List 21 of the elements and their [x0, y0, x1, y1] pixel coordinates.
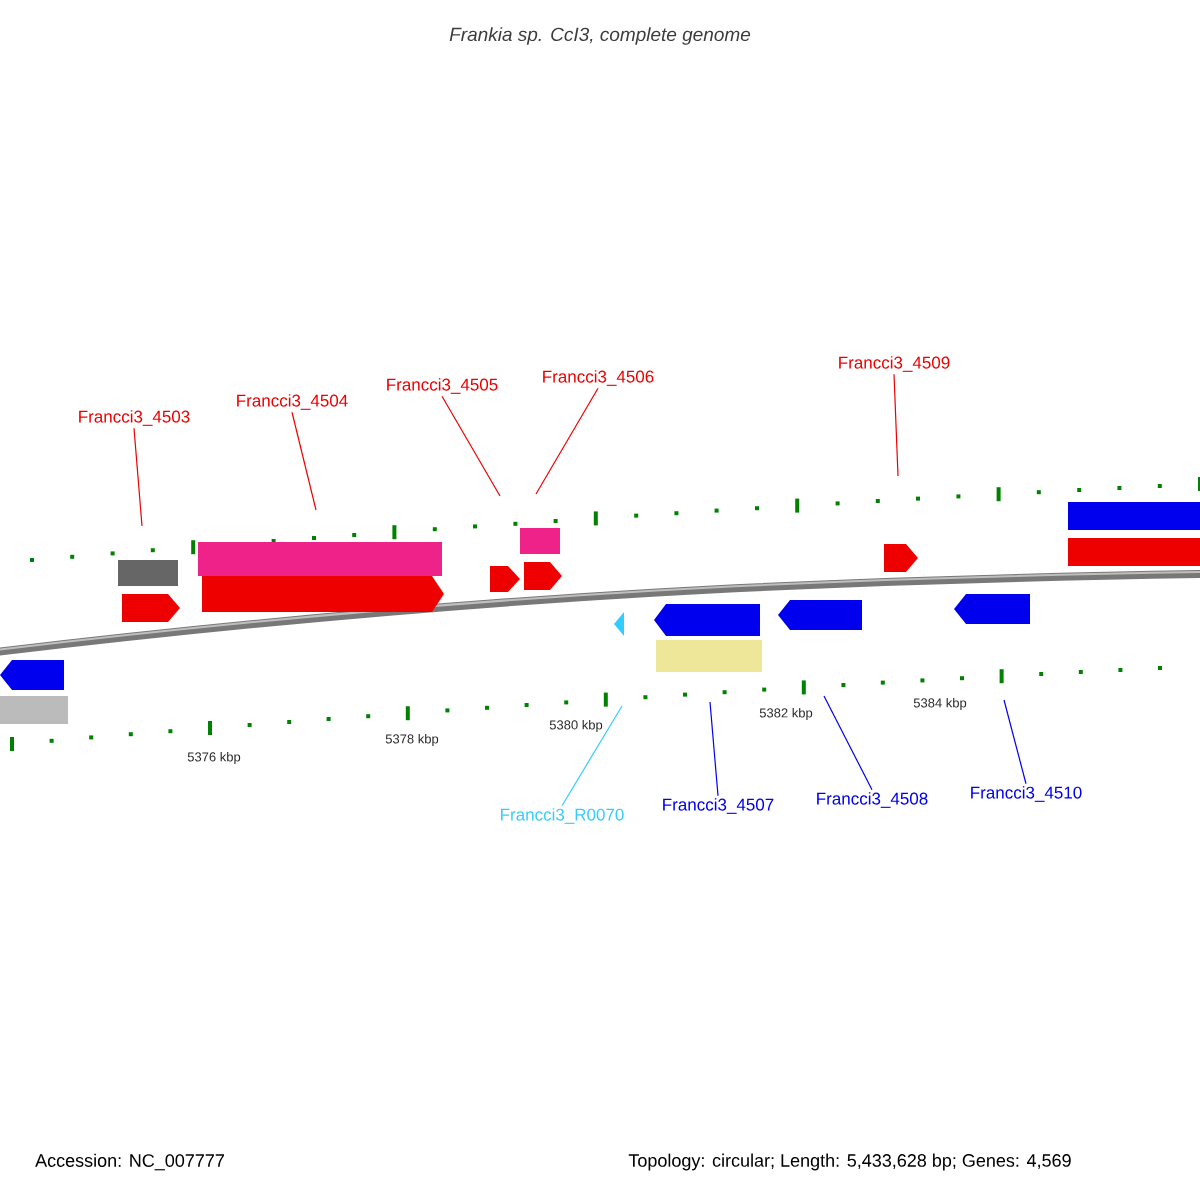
leader-line — [133, 427, 143, 527]
leader-line — [561, 705, 623, 807]
gene-label: Francci3_4504 — [237, 394, 348, 410]
gene-label: Francci3_4507 — [663, 798, 774, 814]
title: Frankia sp. CcI3, complete genome — [449, 27, 751, 45]
gene-label: Francci3_4508 — [817, 792, 928, 808]
gene-label: Francci3_4505 — [387, 378, 498, 394]
gene-label: Francci3_4509 — [839, 356, 950, 372]
gene-label: Francci3_R0070 — [501, 808, 624, 824]
leader-line — [1003, 699, 1027, 785]
gene-label: Francci3_4506 — [543, 370, 654, 386]
leader-line — [709, 701, 719, 797]
leader-line — [893, 373, 899, 477]
footer-text: Topology: circular; Length: 5,433,628 bp; Genes: 4,569 — [628, 1153, 1071, 1171]
leader-line — [441, 395, 501, 497]
gene-label: Francci3_4503 — [79, 410, 190, 426]
gene-label: Francci3_4510 — [971, 786, 1082, 802]
leader-line — [291, 411, 317, 511]
leader-line — [823, 695, 873, 791]
footer-text: Accession: NC_007777 — [35, 1153, 224, 1171]
leader-line — [535, 387, 599, 495]
